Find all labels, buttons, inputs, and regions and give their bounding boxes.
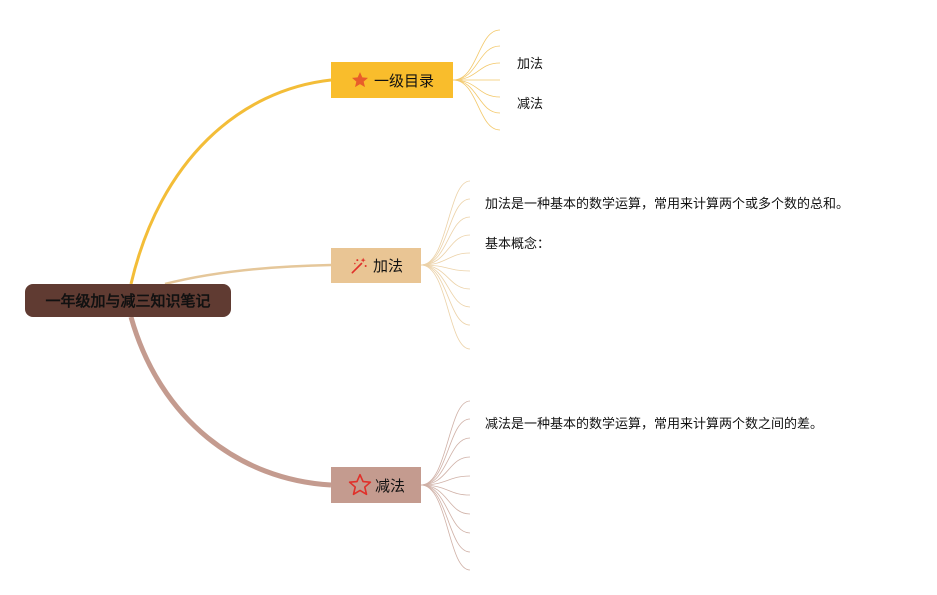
leaf-toc-subtraction[interactable]: 减法 <box>517 97 544 112</box>
fan-branch-1 <box>452 29 501 131</box>
magic-wand-icon <box>349 256 369 276</box>
leaf-addition-definition[interactable]: 加法是一种基本的数学运算，常用来计算两个或多个数的总和。 <box>485 197 850 212</box>
branch-topic-3-label: 减法 <box>374 476 405 495</box>
branch-topic-1[interactable]: 一级目录 <box>331 62 453 98</box>
connector-root-branch-3 <box>128 316 332 488</box>
leaf-addition-basic-concepts[interactable]: 基本概念： <box>485 237 551 252</box>
root-topic[interactable]: 一年级加与减三知识笔记 <box>25 284 231 317</box>
star-filled-icon <box>350 70 370 90</box>
branch-topic-2-label: 加法 <box>372 257 403 275</box>
star-outline-icon <box>347 472 373 498</box>
leaf-subtraction-definition[interactable]: 减法是一种基本的数学运算，常用来计算两个数之间的差。 <box>485 417 824 432</box>
connector-root-branch-1 <box>129 78 332 285</box>
fan-branch-2 <box>420 180 471 350</box>
leaf-toc-addition[interactable]: 加法 <box>517 57 544 72</box>
branch-topic-2[interactable]: 加法 <box>331 248 421 283</box>
connector-root-branch-2 <box>164 263 332 286</box>
root-topic-label: 一年级加与减三知识笔记 <box>45 292 211 310</box>
branch-topic-3[interactable]: 减法 <box>331 467 421 503</box>
fan-branch-3 <box>420 400 471 571</box>
branch-topic-1-label: 一级目录 <box>373 71 434 90</box>
